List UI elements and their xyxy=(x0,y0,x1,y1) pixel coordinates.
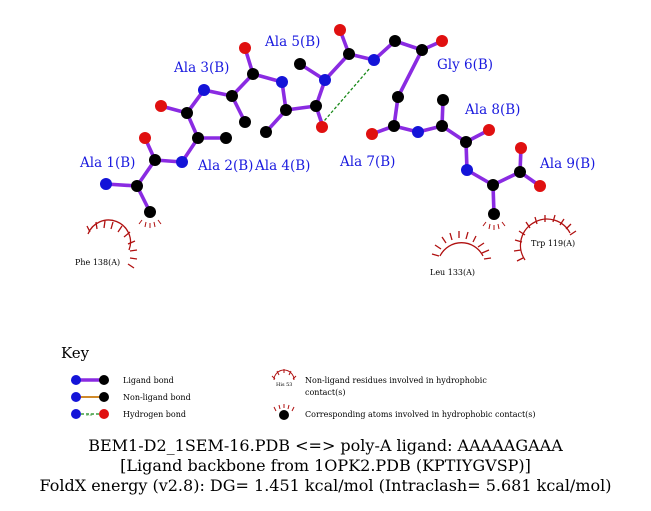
hydrogen-bond-ala4-gly6 xyxy=(317,67,371,129)
hydrophobic-arc-phe138 xyxy=(86,219,138,269)
key-non-ligand-bond-label: Non-ligand bond xyxy=(123,393,191,402)
residue-label-ala1: Ala 1(B) xyxy=(79,155,135,171)
key-non-ligand-bond-sample xyxy=(71,392,109,402)
key-hydrophobic-residue-label-line2: contact(s) xyxy=(305,388,345,397)
key-hydrogen-bond-sample: 3.0 xyxy=(71,409,109,419)
residue-label-ala8: Ala 8(B) xyxy=(464,102,520,118)
residue-label-ala2: Ala 2(B) xyxy=(197,158,253,174)
key-hydrophobic-residue-sample xyxy=(271,369,297,381)
residue-label-gly6: Gly 6(B) xyxy=(437,57,493,73)
residue-label-ala7: Ala 7(B) xyxy=(339,154,395,170)
atom-contact-arcs xyxy=(138,219,506,230)
caption-line-3: FoldX energy (v2.8): DG= 1.451 kcal/mol … xyxy=(39,476,612,495)
key-title: Key xyxy=(61,344,90,362)
residue-label-ala9: Ala 9(B) xyxy=(539,156,595,172)
residue-label-ala5: Ala 5(B) xyxy=(264,34,320,50)
ligand-atoms xyxy=(100,24,546,220)
key-ligand-bond-label: Ligand bond xyxy=(123,376,174,385)
key-hydrogen-bond-label: Hydrogen bond xyxy=(123,410,186,419)
hydrophobic-label-trp119: Trp 119(A) xyxy=(531,239,575,248)
key-hydrophobic-residue-label-line1: Non-ligand residues involved in hydropho… xyxy=(305,376,487,385)
hydrophobic-arc-trp119 xyxy=(513,214,577,262)
residue-label-ala4: Ala 4(B) xyxy=(254,158,310,174)
key-hydrophobic-atom-sample xyxy=(273,404,295,420)
key-hbond-distance: 3.0 xyxy=(86,412,93,417)
residue-label-ala3: Ala 3(B) xyxy=(173,60,229,76)
ligplot-diagram: Ala 1(B) Ala 2(B) Ala 3(B) Ala 4(B) Ala … xyxy=(61,24,595,420)
hydrophobic-label-leu133: Leu 133(A) xyxy=(430,268,475,277)
key-hydrophobic-atoms-label: Corresponding atoms involved in hydropho… xyxy=(305,410,536,419)
hydrophobic-arc-leu133 xyxy=(431,231,492,260)
key-hydrophobic-sample-residue: His 53 xyxy=(276,382,292,388)
key-ligand-bond-sample xyxy=(71,375,109,385)
caption-line-1: BEM1-D2_1SEM-16.PDB <=> poly-A ligand: A… xyxy=(88,436,563,455)
caption-line-2: [Ligand backbone from 1OPK2.PDB (KPTIYGV… xyxy=(120,456,531,475)
hydrophobic-label-phe138: Phe 138(A) xyxy=(75,258,120,267)
